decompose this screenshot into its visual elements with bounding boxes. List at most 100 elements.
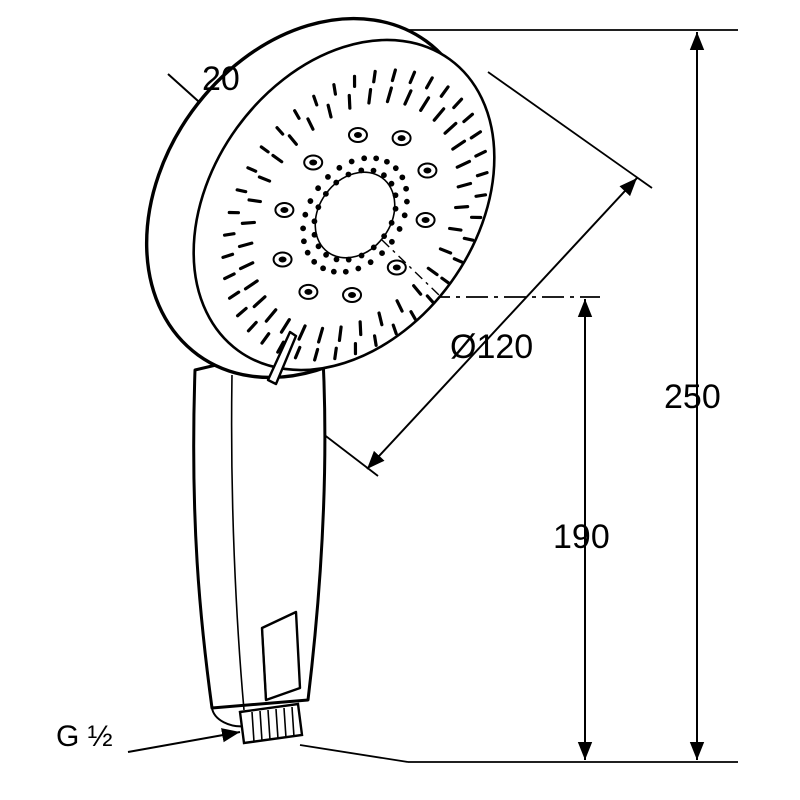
nozzle-slot (260, 332, 271, 345)
nozzle-slot (235, 188, 248, 194)
nozzle-slot (276, 340, 285, 354)
spray-face (192, 38, 496, 372)
spray-nozzles (221, 68, 489, 362)
nozzle-dot (379, 250, 385, 256)
nozzle-dot (300, 238, 307, 245)
nozzle-slot (474, 193, 488, 198)
nozzle-dot (392, 165, 399, 172)
nozzle-slot (377, 311, 384, 327)
nozzle-slot (403, 89, 413, 106)
nozzle-slot (264, 308, 278, 323)
nozzle-jet-core (392, 264, 401, 271)
nozzle-slot (235, 306, 248, 318)
nozzle-slot (448, 226, 463, 232)
nozzle-slot (438, 247, 453, 255)
nozzle-dot (304, 249, 311, 256)
nozzle-jet-core (353, 132, 362, 139)
nozzle-dot (302, 211, 309, 218)
nozzle-slot (358, 320, 363, 337)
nozzle-slot (221, 252, 235, 260)
nozzle-slot (247, 198, 262, 204)
nozzle-dot (404, 198, 410, 205)
nozzle-slot (326, 103, 333, 119)
nozzle-slot (240, 220, 256, 225)
nozzle-slot (337, 325, 343, 342)
nozzle-slot (385, 86, 393, 104)
nozzle-slot (409, 310, 417, 321)
nozzle-dot (403, 185, 410, 192)
nozzle-jet-core (309, 159, 318, 166)
nozzle-slot (227, 290, 241, 300)
nozzle-jet-core (397, 135, 406, 142)
nozzle-dot (361, 155, 368, 162)
nozzle-dot (373, 155, 380, 162)
nozzle-jet-core (278, 256, 287, 263)
nozzle-slot (252, 295, 267, 309)
nozzle-slot (454, 205, 470, 210)
nozzle-slot (333, 346, 338, 361)
nozzle-dot (348, 158, 355, 165)
nozzle-dot (323, 251, 329, 258)
nozzle-slot (474, 149, 487, 158)
nozzle-dot (311, 258, 318, 265)
thread-connector (238, 702, 304, 745)
nozzle-slot (317, 326, 325, 344)
label-thickness-20: 20 (202, 60, 240, 98)
nozzle-slot (432, 107, 446, 122)
nozzle-slot (257, 175, 272, 183)
nozzle-slot (426, 266, 439, 277)
nozzle-slot (440, 276, 451, 285)
thread-leader (127, 728, 241, 753)
nozzle-jet-core (421, 216, 430, 223)
nozzle-dot (367, 259, 374, 266)
nozzle-slot (372, 69, 377, 84)
shower-handle (192, 338, 327, 728)
shower-head (144, 16, 496, 386)
nozzle-slot (246, 320, 258, 333)
nozzle-dot (336, 164, 343, 171)
nozzle-dot (399, 174, 406, 181)
nozzle-jet-core (423, 167, 432, 174)
nozzle-dot (384, 158, 390, 165)
nozzle-slot (408, 70, 417, 85)
nozzle-slot (306, 117, 315, 131)
nozzle-dot (300, 225, 306, 232)
nozzle-dot (342, 268, 349, 275)
nozzle-slot (395, 299, 404, 313)
nozzle-slot (367, 88, 373, 105)
nozzle-slot (455, 159, 472, 169)
dim-120-line (366, 177, 638, 470)
nozzle-slot (456, 181, 473, 189)
nozzle-slot (293, 109, 301, 120)
nozzle-slot (439, 85, 450, 98)
nozzle-slot (419, 96, 431, 112)
nozzle-dot (315, 185, 322, 192)
nozzle-slot (246, 166, 258, 173)
center-rings (314, 171, 396, 259)
nozzle-jet-core (348, 291, 357, 298)
label-height-190: 190 (553, 518, 610, 556)
nozzle-slot (391, 323, 398, 336)
nozzle-slot (275, 126, 285, 136)
nozzle-slot (425, 76, 434, 90)
nozzle-slot (390, 68, 397, 83)
nozzle-slot (222, 232, 236, 237)
nozzle-dot (388, 238, 395, 245)
nozzle-slot (451, 139, 467, 151)
nozzle-slot (279, 318, 291, 334)
nozzle-slot (425, 294, 435, 304)
nozzle-jet-core (304, 288, 313, 295)
nozzle-slot (412, 284, 423, 296)
nozzle-slot (271, 153, 284, 164)
nozzle-slot (297, 324, 307, 341)
nozzle-slot (313, 347, 320, 362)
nozzle-jet-core (280, 207, 289, 214)
nozzle-slot (475, 170, 489, 178)
nozzle-slot (237, 241, 254, 249)
nozzle-slot (312, 94, 319, 107)
nozzle-slot (259, 145, 270, 154)
release-button (260, 610, 302, 702)
label-height-250: 250 (664, 378, 721, 416)
nozzle-slot (469, 130, 483, 140)
